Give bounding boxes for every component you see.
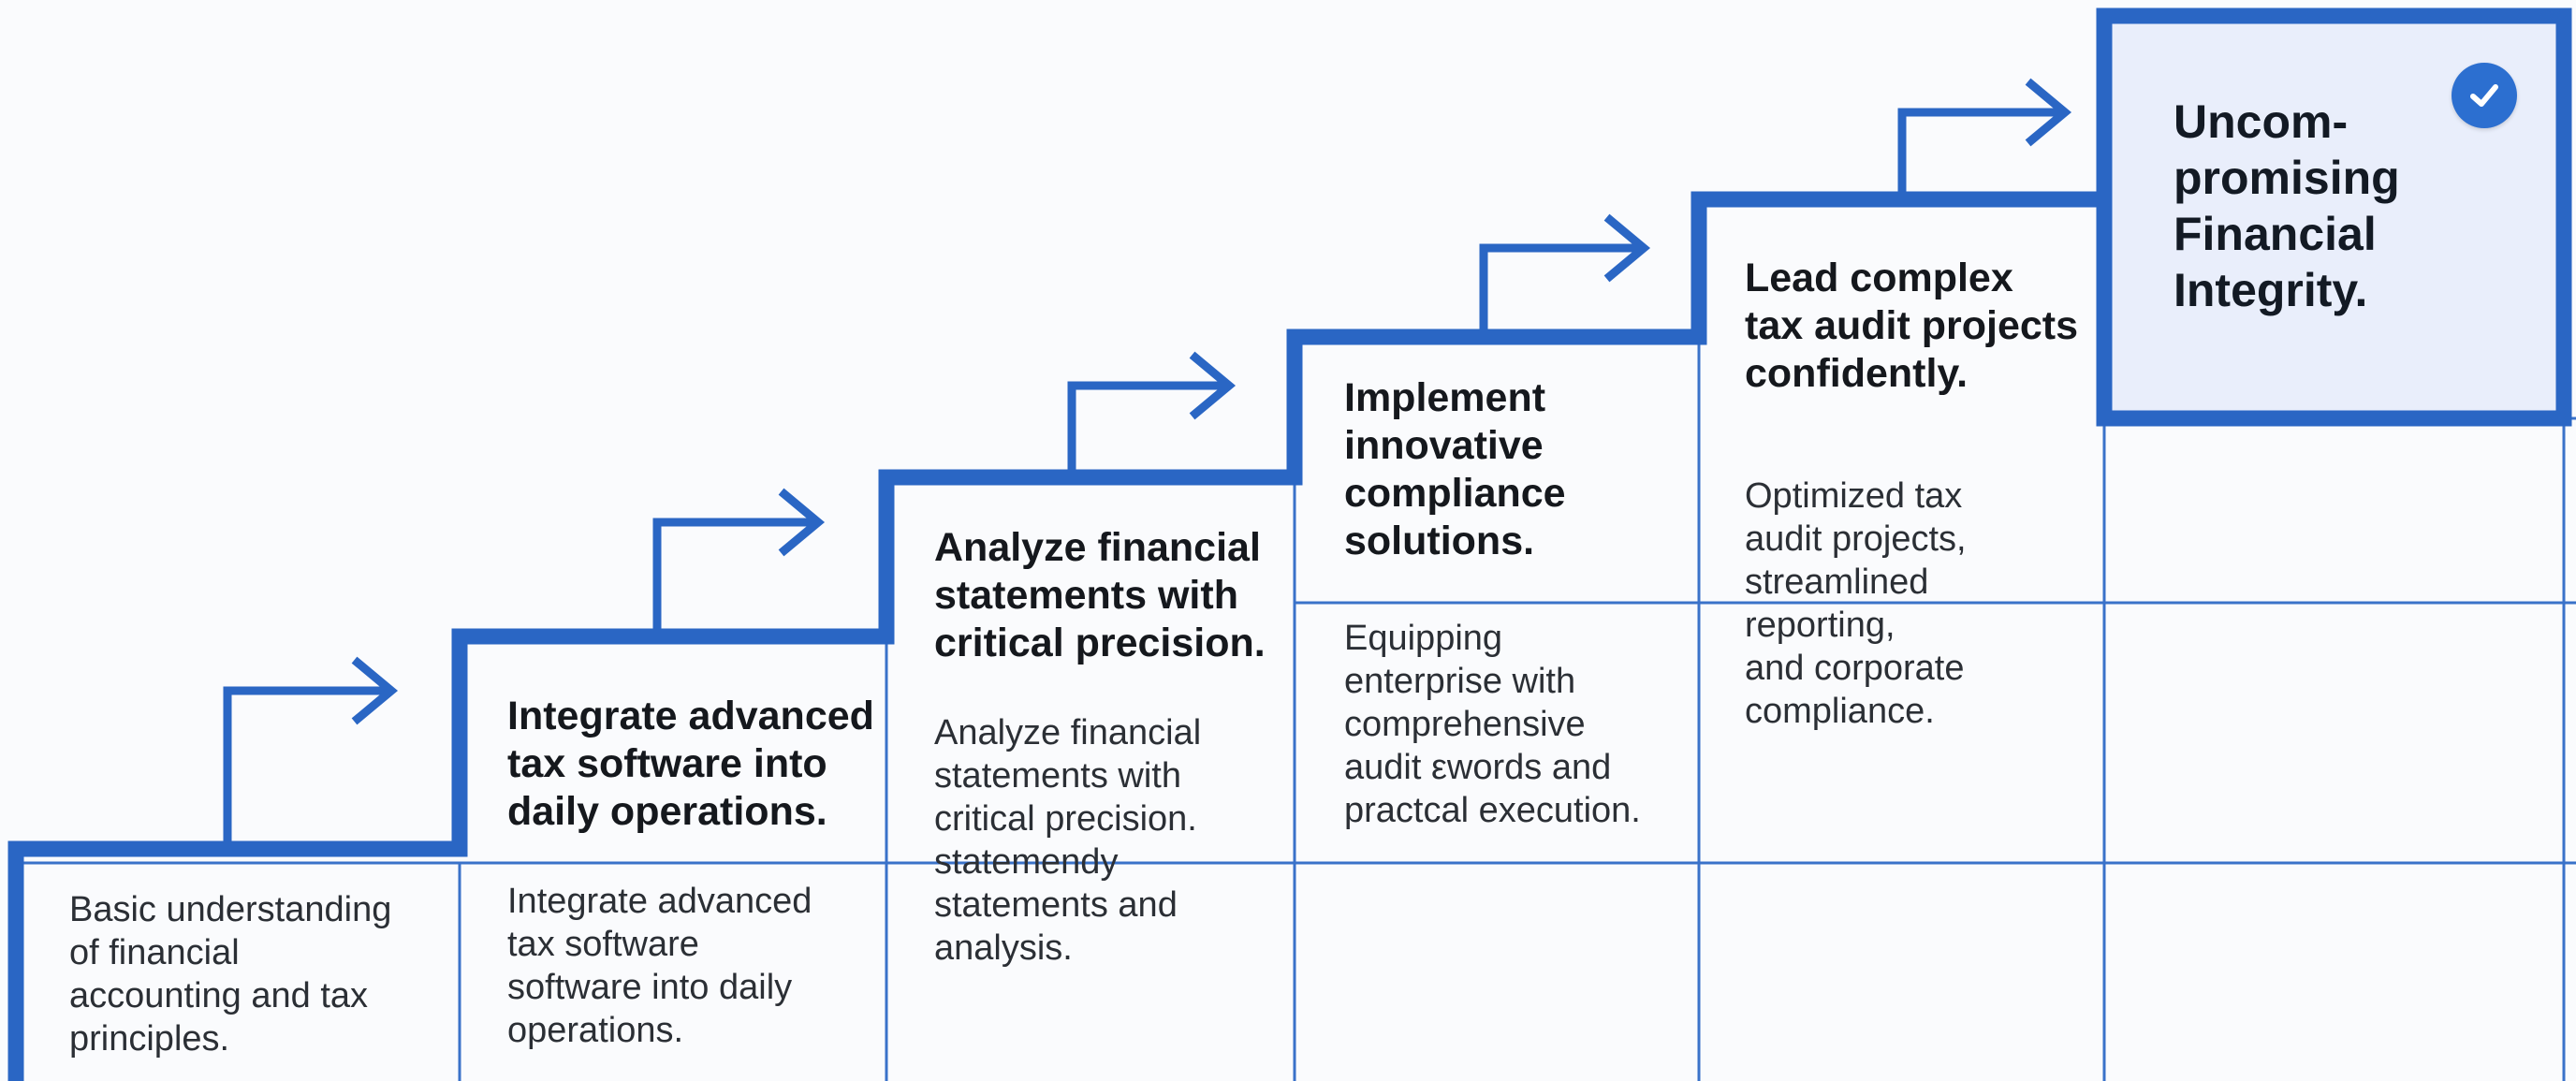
step-2-description: Integrate advanced tax software software… — [507, 882, 812, 1050]
arrow-right-icon — [652, 488, 826, 641]
goal-title: Uncom- promising Financial Integrity. — [2174, 95, 2400, 316]
arrow-right-icon — [223, 656, 399, 854]
step-2-title: Integrate advanced tax software into dai… — [507, 694, 874, 834]
step-5-title: Lead complex tax audit projects confiden… — [1745, 256, 2079, 396]
step-arrows — [223, 78, 2072, 854]
goal-box-border — [2096, 7, 2572, 427]
arrow-right-icon — [1067, 351, 1237, 482]
step-1-description: Basic understanding of financial account… — [69, 890, 392, 1059]
step-5-description: Optimized tax audit projects, streamline… — [1745, 476, 1967, 731]
step-3-description: Analyze financial statements with critic… — [934, 713, 1202, 968]
step-4-description: Equipping enterprise with comprehensive … — [1344, 619, 1641, 830]
staircase-steps — [7, 191, 2104, 1081]
staircase-outline — [7, 7, 2572, 1081]
step-3-title: Analyze financial statements with critic… — [934, 525, 1266, 665]
arrow-right-icon — [1479, 213, 1651, 342]
arrow-right-icon — [1897, 78, 2072, 204]
step-4-title: Implement innovative compliance solution… — [1344, 375, 1566, 563]
check-circle-icon — [2452, 63, 2517, 128]
